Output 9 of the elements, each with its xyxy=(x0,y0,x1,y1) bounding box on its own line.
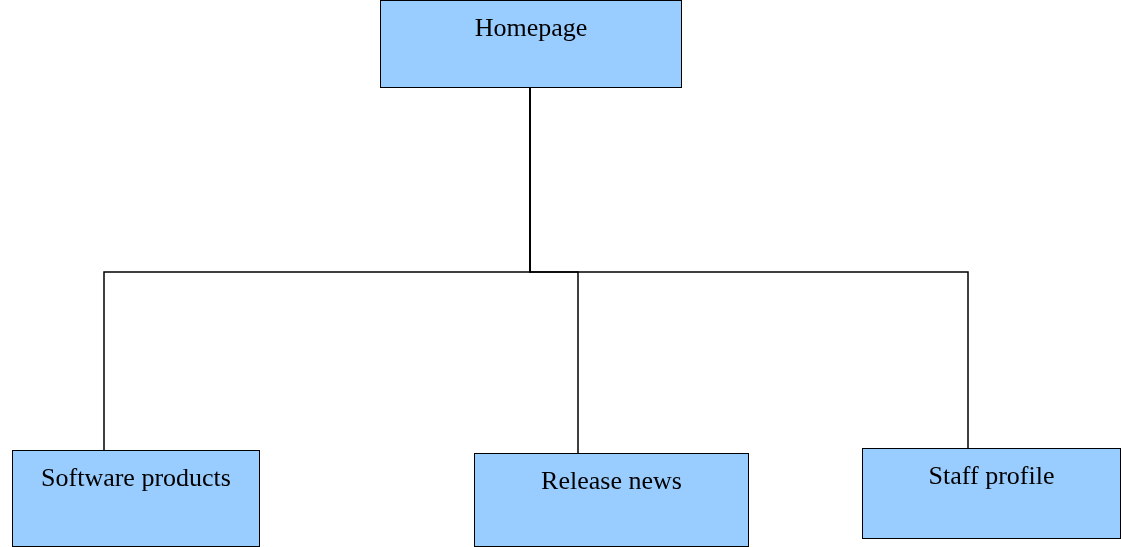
connector-line xyxy=(529,87,969,449)
page-title: Staff profile xyxy=(928,461,1055,491)
page-box xyxy=(862,448,1121,539)
page-title: Release news xyxy=(541,466,682,496)
page-box xyxy=(12,450,260,547)
page-box xyxy=(380,0,682,88)
page-title: Software products xyxy=(41,463,231,493)
page-title: Homepage xyxy=(474,13,588,43)
page-box xyxy=(474,453,749,547)
